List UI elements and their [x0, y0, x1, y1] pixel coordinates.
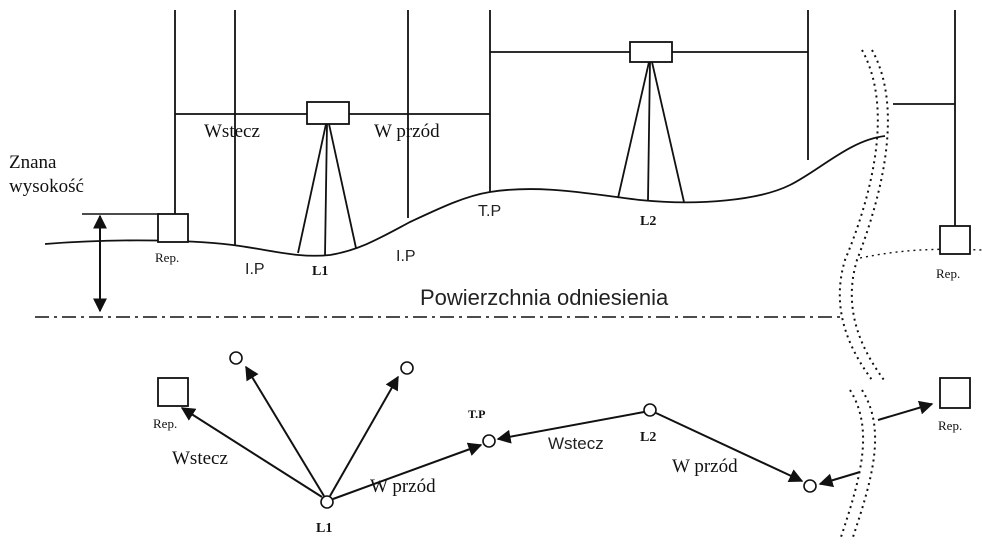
level-1-label: L1: [312, 264, 328, 279]
break-mark-top-inner: [850, 49, 889, 381]
plan-benchmark-box-right: [939, 377, 971, 409]
level-2-instrument: [629, 41, 673, 63]
known-height-line-1: Znana: [9, 152, 57, 173]
plan-intermediate-point-2: [400, 361, 414, 375]
plan-foresight-label-2: W przód: [672, 456, 738, 477]
datum-label: Powierzchnia odniesienia: [420, 285, 669, 310]
plan-backsight-label-1: Wstecz: [172, 448, 228, 469]
plan-benchmark-box: [157, 377, 189, 407]
plan-intermediate-arrow-2: [329, 375, 399, 497]
plan-benchmark-label-right: Rep.: [938, 418, 962, 433]
level-1-instrument: [306, 101, 350, 125]
tripod-1-leg-right: [328, 123, 357, 249]
intermediate-point-label-1: I.P: [245, 261, 265, 278]
plan-turning-point: [482, 434, 496, 448]
break-mark-bottom-outer: [839, 389, 865, 541]
foresight-label: W przód: [374, 121, 440, 142]
plan-foresight-arrow-1: [332, 442, 483, 500]
benchmark-label-right: Rep.: [936, 266, 960, 281]
tripod-2-leg-center: [647, 61, 651, 201]
plan-backsight-arrow-2: [496, 411, 645, 444]
break-mark-top-outer: [838, 49, 879, 381]
tripod-1-leg-left: [297, 123, 327, 254]
known-height-line-2: wysokość: [9, 176, 84, 197]
level-2-label: L2: [640, 214, 656, 229]
plan-turning-point-label: T.P: [468, 407, 485, 421]
intermediate-point-label-2: I.P: [396, 248, 416, 265]
plan-intermediate-point-1: [229, 351, 243, 365]
plan-level-2-point: [643, 403, 657, 417]
break-mark-bottom-inner: [851, 389, 877, 541]
plan-foresight-target: [803, 479, 817, 493]
profile-view: Znana wysokość Wstecz W przód Rep. I.P L…: [9, 10, 982, 381]
plan-backsight-arrow-1: [180, 407, 323, 498]
ground-line-right: [859, 248, 982, 259]
benchmark-label: Rep.: [155, 250, 179, 265]
plan-intermediate-arrow-1: [245, 365, 325, 497]
plan-arrow-to-right-target: [818, 471, 861, 488]
plan-level-1-point: [320, 495, 334, 509]
turning-point-label: T.P: [478, 203, 501, 220]
plan-view: Rep. Wstecz W przód T.P Wstecz L2 W przó…: [153, 351, 971, 541]
tripod-2-leg-left: [617, 61, 650, 199]
tripod-1-leg-center: [324, 123, 328, 257]
plan-foresight-label-1: W przód: [370, 476, 436, 497]
plan-arrow-to-right-benchmark: [877, 400, 934, 421]
plan-benchmark-label: Rep.: [153, 416, 177, 431]
backsight-label: Wstecz: [204, 121, 260, 142]
benchmark-box-right: [939, 225, 971, 255]
tripod-2-leg-right: [651, 61, 685, 203]
plan-level-1-label: L1: [316, 521, 332, 536]
ground-line: [44, 135, 886, 257]
plan-backsight-label-2: Wstecz: [548, 434, 604, 453]
plan-foresight-arrow-2: [655, 412, 804, 483]
benchmark-box: [157, 213, 189, 243]
plan-level-2-label: L2: [640, 430, 656, 445]
